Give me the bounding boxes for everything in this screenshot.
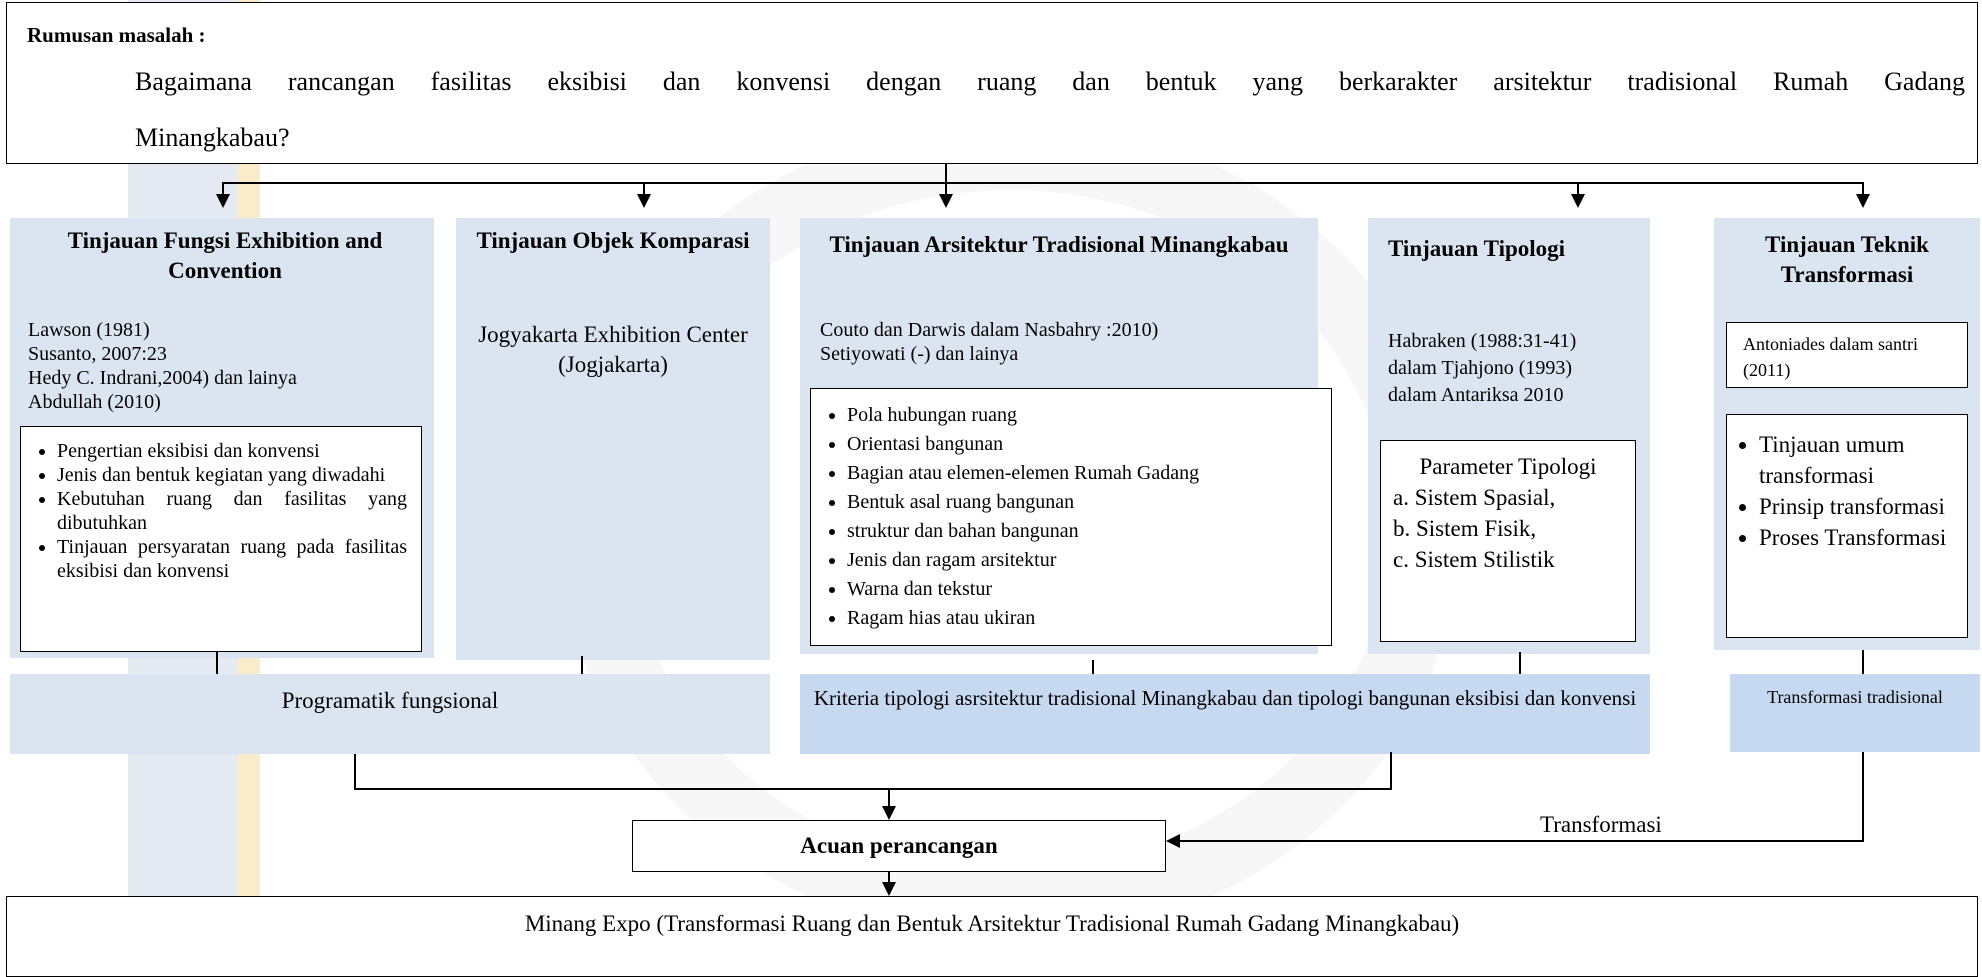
problem-question-line2: Minangkabau? [135, 123, 290, 152]
list-item: Proses Transformasi [1759, 522, 1959, 553]
connector [1862, 650, 1864, 674]
list-item: Prinsip transformasi [1759, 491, 1959, 522]
list-item: Bentuk asal ruang bangunan [847, 488, 1321, 517]
komparasi-title: Tinjauan Objek Komparasi [476, 228, 750, 253]
fungsi-references: Lawson (1981) Susanto, 2007:23 Hedy C. I… [28, 318, 428, 414]
reference-item: dalam Antariksa 2010 [1388, 384, 1564, 406]
connector [216, 652, 218, 674]
komparasi-panel: Tinjauan Objek Komparasi Jogyakarta Exhi… [456, 218, 770, 660]
arsitektur-list-box: Pola hubungan ruang Orientasi bangunan B… [810, 388, 1332, 646]
problem-question-line1: Bagaimana rancangan fasilitas eksibisi d… [135, 67, 1965, 96]
programatik-box: Programatik fungsional [10, 674, 770, 754]
reference-item: Hedy C. Indrani,2004) dan lainya [28, 367, 297, 389]
kriteria-box: Kriteria tipologi asrsitektur tradisiona… [800, 674, 1650, 754]
connector [1519, 652, 1521, 674]
arrow-down [1571, 194, 1585, 208]
list-item: Bagian atau elemen-elemen Rumah Gadang [847, 459, 1321, 488]
arrow-down [882, 882, 896, 896]
connector [888, 788, 890, 806]
arsitektur-references: Couto dan Darwis dalam Nasbahry :2010) S… [820, 318, 1310, 366]
arrow-down [216, 194, 230, 208]
final-label: Minang Expo (Transformasi Ruang dan Bent… [524, 911, 1460, 936]
fungsi-title: Tinjauan Fungsi Exhibition and Conventio… [67, 228, 383, 283]
transformasi-output-label: Transformasi tradisional [1767, 687, 1943, 707]
tipologi-references: Habraken (1988:31-41) dalam Tjahjono (19… [1388, 328, 1648, 409]
kriteria-label: Kriteria tipologi asrsitektur tradisiona… [813, 686, 1637, 710]
connector [1862, 182, 1864, 194]
parameter-title: Parameter Tipologi [1419, 454, 1597, 479]
arrow-down [1856, 194, 1870, 208]
arrow-down [939, 194, 953, 208]
connector [1390, 752, 1392, 790]
reference-item: Susanto, 2007:23 [28, 343, 167, 365]
reference-item: Couto dan Darwis dalam Nasbahry :2010) [820, 319, 1159, 341]
connector [1092, 660, 1094, 674]
list-item: Jenis dan ragam arsitektur [847, 546, 1321, 575]
reference-item: Antoniades dalam santri (2011) [1743, 334, 1918, 380]
parameter-item: b. Sistem Fisik, [1393, 516, 1537, 541]
reference-item: Abdullah (2010) [28, 391, 161, 413]
problem-box: Rumusan masalah : Bagaimana rancangan fa… [6, 2, 1978, 164]
parameter-item: c. Sistem Stilistik [1393, 547, 1555, 572]
transformasi-title: Tinjauan Teknik Transformasi [1765, 232, 1929, 287]
connector [888, 872, 890, 882]
acuan-box: Acuan perancangan [632, 820, 1166, 872]
final-box: Minang Expo (Transformasi Ruang dan Bent… [6, 896, 1978, 977]
connector [354, 754, 356, 790]
list-item: Orientasi bangunan [847, 430, 1321, 459]
arrow-down [882, 806, 896, 820]
list-item: Tinjauan persyaratan ruang pada fasilita… [57, 535, 407, 583]
connector [222, 182, 1864, 184]
reference-item: Setiyowati (-) dan lainya [820, 343, 1019, 365]
list-item: Pengertian eksibisi dan konvensi [57, 439, 407, 463]
list-item: Warna dan tekstur [847, 575, 1321, 604]
connector [581, 656, 583, 676]
list-item: Pola hubungan ruang [847, 401, 1321, 430]
connector [945, 164, 947, 184]
arsitektur-title: Tinjauan Arsitektur Tradisional Minangka… [829, 232, 1289, 257]
connector [1180, 840, 1864, 842]
reference-item: dalam Tjahjono (1993) [1388, 357, 1573, 379]
transformasi-reference-box: Antoniades dalam santri (2011) [1726, 322, 1968, 388]
tipologi-title: Tinjauan Tipologi [1388, 236, 1566, 261]
programatik-label: Programatik fungsional [281, 688, 499, 713]
arrow-down [637, 194, 651, 208]
parameter-box: Parameter Tipologi a. Sistem Spasial, b.… [1380, 440, 1636, 642]
transformasi-list-box: Tinjauan umum transformasi Prinsip trans… [1726, 414, 1968, 638]
reference-item: Lawson (1981) [28, 319, 150, 341]
fungsi-list-box: Pengertian eksibisi dan konvensi Jenis d… [20, 426, 422, 652]
transformasi-output-box: Transformasi tradisional [1730, 674, 1980, 752]
reference-item: Habraken (1988:31-41) [1388, 330, 1577, 352]
list-item: Kebutuhan ruang dan fasilitas yang dibut… [57, 487, 407, 535]
connector [222, 182, 224, 194]
list-item: Ragam hias atau ukiran [847, 604, 1321, 633]
connector [354, 788, 1392, 790]
problem-label: Rumusan masalah : [27, 23, 206, 47]
connector [945, 182, 947, 194]
transformasi-connector-label: Transformasi [1540, 812, 1662, 837]
komparasi-body: Jogyakarta Exhibition Center (Jogjakarta… [478, 322, 748, 377]
parameter-item: a. Sistem Spasial, [1393, 485, 1556, 510]
list-item: Jenis dan bentuk kegiatan yang diwadahi [57, 463, 407, 487]
connector [643, 182, 645, 194]
list-item: Tinjauan umum transformasi [1759, 429, 1959, 491]
connector [1862, 752, 1864, 842]
acuan-label: Acuan perancangan [800, 833, 998, 858]
connector [1577, 182, 1579, 194]
list-item: struktur dan bahan bangunan [847, 517, 1321, 546]
arrow-left [1166, 834, 1180, 848]
